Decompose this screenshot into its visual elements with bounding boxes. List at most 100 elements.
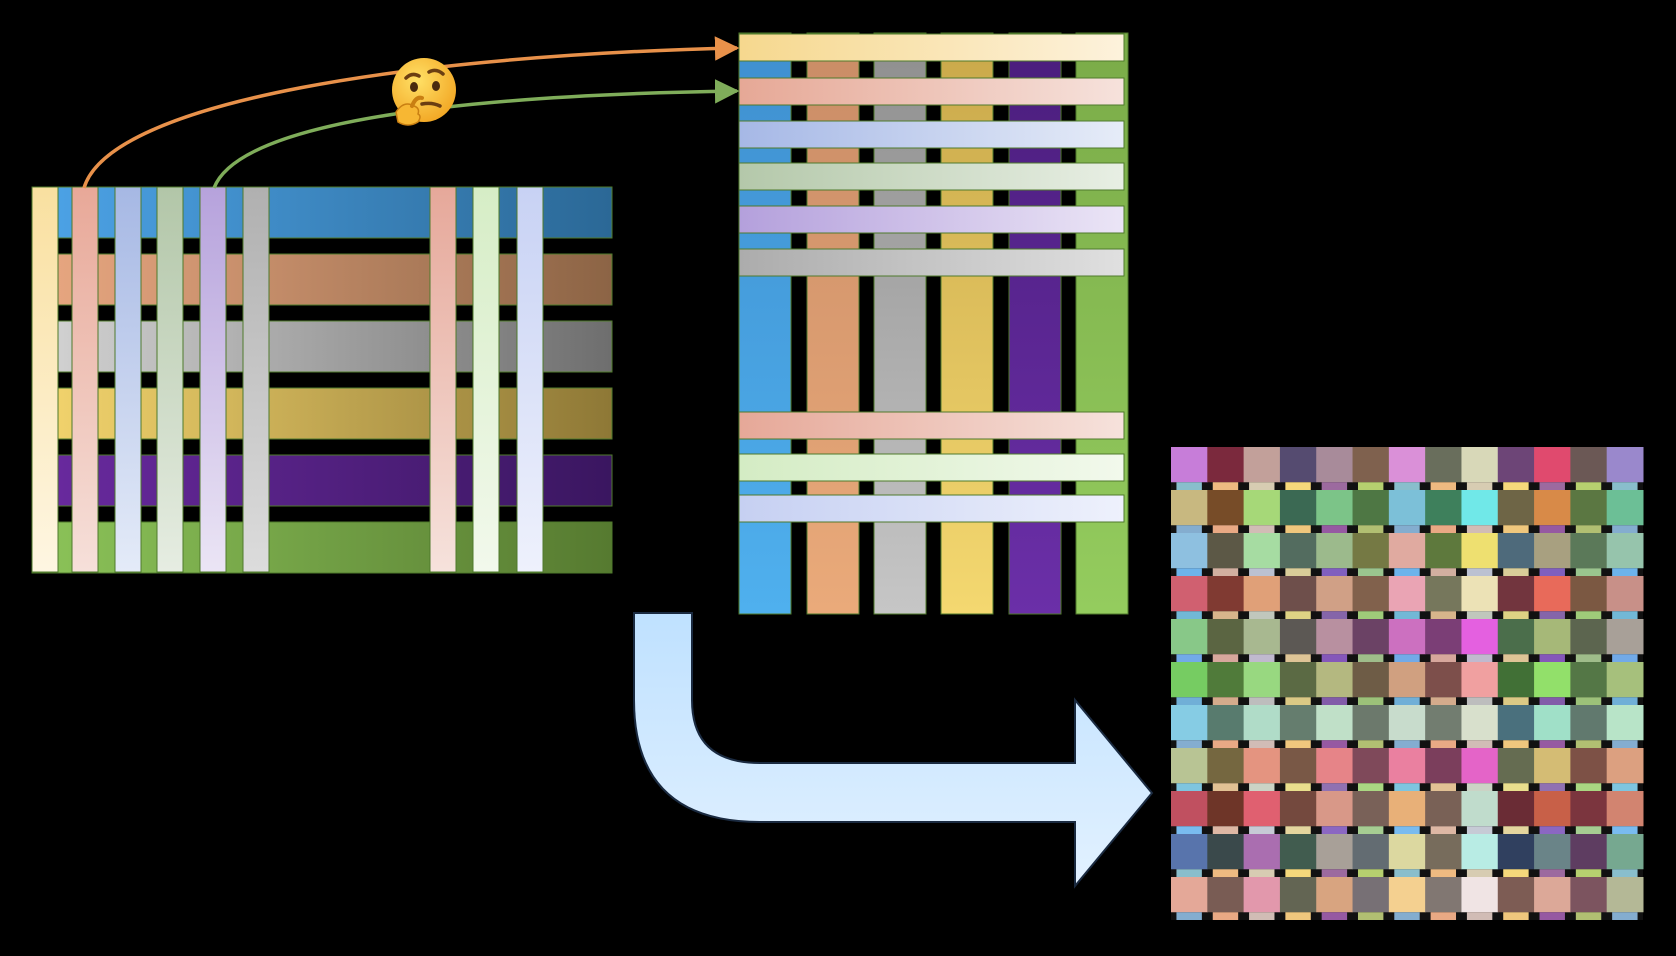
mosaic-thread [1612, 740, 1638, 748]
mosaic-thread [1176, 783, 1202, 791]
mosaic-cell [1316, 748, 1354, 784]
mosaic-cell [1606, 619, 1644, 655]
mosaic-thread [1466, 740, 1493, 748]
mosaic-cell [1606, 533, 1644, 569]
mosaic-thread [1176, 740, 1202, 748]
mosaic-cell [1171, 705, 1208, 741]
mosaic-thread [1575, 482, 1602, 490]
left-strip-sage [156, 186, 184, 573]
mosaic-cell [1243, 447, 1281, 483]
mosaic-thread [1357, 697, 1384, 705]
mosaic-thread [1176, 482, 1202, 490]
mosaic-thread [1503, 482, 1529, 490]
mosaic-cell [1171, 619, 1208, 655]
mosaic-thread [1321, 869, 1348, 877]
mosaic-thread [1612, 783, 1638, 791]
mosaic-cell [1606, 791, 1644, 827]
mosaic-cell [1207, 877, 1245, 913]
right-column-orange [806, 32, 860, 615]
mosaic-cell [1279, 533, 1317, 569]
mosaic-cell [1207, 791, 1245, 827]
mosaic-cell [1497, 576, 1535, 612]
mosaic-thread [1394, 740, 1420, 748]
mosaic-thread [1503, 826, 1529, 834]
mosaic-cell [1279, 834, 1317, 870]
mosaic-thread [1176, 568, 1202, 576]
mosaic-cell [1279, 877, 1317, 913]
mosaic-thread [1176, 611, 1202, 619]
mosaic-cell [1606, 834, 1644, 870]
mosaic-cell [1461, 490, 1499, 526]
mosaic-thread [1285, 697, 1311, 705]
mosaic-cell [1461, 619, 1499, 655]
mosaic-cell [1606, 662, 1644, 698]
left-strip-silver [242, 186, 270, 573]
mosaic-thread [1575, 525, 1602, 533]
mosaic-thread [1249, 912, 1275, 920]
mosaic-cell [1534, 877, 1571, 913]
mosaic-thread [1394, 697, 1420, 705]
mosaic-cell [1207, 705, 1245, 741]
mosaic-cell [1570, 748, 1608, 784]
mosaic-thread [1539, 568, 1565, 576]
mosaic-cell [1316, 877, 1354, 913]
mosaic-cell [1388, 619, 1426, 655]
mosaic-thread [1612, 654, 1638, 662]
mosaic-cell [1570, 533, 1608, 569]
mosaic-thread [1212, 783, 1239, 791]
mosaic-cell [1534, 447, 1571, 483]
mosaic-cell [1534, 705, 1571, 741]
mosaic-thread [1539, 482, 1565, 490]
mosaic-thread [1212, 740, 1239, 748]
mosaic-cell [1171, 662, 1208, 698]
mosaic-thread [1212, 568, 1239, 576]
mosaic-thread [1357, 654, 1384, 662]
mosaic-cell [1461, 662, 1499, 698]
mosaic-thread [1321, 525, 1348, 533]
mosaic-cell [1534, 791, 1571, 827]
mosaic-cell [1534, 619, 1571, 655]
mosaic-cell [1425, 834, 1462, 870]
mosaic-thread [1249, 525, 1275, 533]
mosaic-cell [1352, 662, 1390, 698]
mosaic-thread [1575, 568, 1602, 576]
mosaic-cell [1461, 748, 1499, 784]
right-column-green [1075, 32, 1129, 615]
mosaic-cell [1352, 877, 1390, 913]
mosaic-thread [1430, 654, 1457, 662]
mosaic-thread [1249, 654, 1275, 662]
mosaic-cell [1243, 662, 1281, 698]
mosaic-thread [1212, 826, 1239, 834]
right-column-blue [738, 32, 792, 615]
mosaic-thread [1612, 826, 1638, 834]
mosaic-cell [1207, 576, 1245, 612]
mosaic-thread [1394, 869, 1420, 877]
mosaic-thread [1539, 611, 1565, 619]
mosaic-cell [1570, 877, 1608, 913]
mosaic-cell [1207, 447, 1245, 483]
mosaic-cell [1534, 533, 1571, 569]
mosaic-cell [1316, 447, 1354, 483]
mosaic-cell [1207, 834, 1245, 870]
mosaic-thread [1466, 525, 1493, 533]
mosaic-cell [1570, 576, 1608, 612]
mosaic-thread [1466, 869, 1493, 877]
mosaic-cell [1279, 791, 1317, 827]
mosaic-thread [1357, 568, 1384, 576]
mosaic-thread [1249, 697, 1275, 705]
mosaic-cell [1388, 748, 1426, 784]
mosaic-cell [1461, 834, 1499, 870]
mosaic-thread [1321, 697, 1348, 705]
mosaic-cell [1352, 447, 1390, 483]
mosaic-cell [1316, 490, 1354, 526]
mosaic-cell [1352, 748, 1390, 784]
mosaic-thread [1212, 482, 1239, 490]
mosaic-cell [1243, 576, 1281, 612]
mosaic-thread [1394, 826, 1420, 834]
mosaic-cell [1352, 619, 1390, 655]
mosaic-thread [1503, 525, 1529, 533]
mosaic-thread [1285, 482, 1311, 490]
mosaic-thread [1612, 568, 1638, 576]
mosaic-cell [1497, 447, 1535, 483]
